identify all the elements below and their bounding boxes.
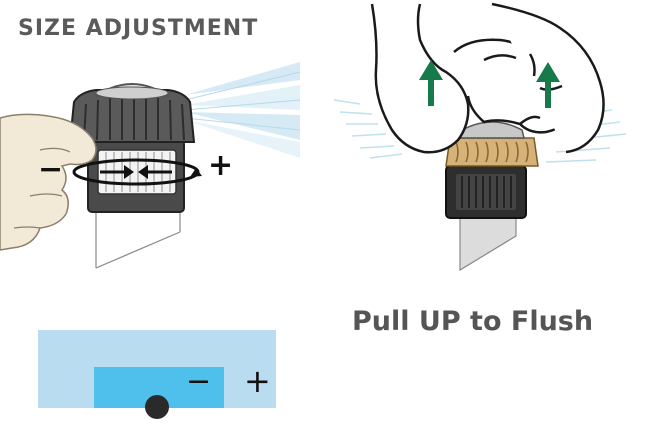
riser-stem-right: [459, 213, 517, 272]
size-adjustment-title: SIZE ADJUSTMENT: [18, 16, 259, 41]
size-slider: [38, 330, 276, 419]
up-arrow-left-icon: [419, 60, 443, 106]
rotation-arrows-left: [72, 158, 202, 186]
slider-minus-label: −: [186, 364, 212, 399]
slider-plus-label: +: [244, 362, 271, 400]
slider-knob: [145, 395, 169, 419]
hand-left: [0, 113, 97, 251]
decrease-label-left: −: [38, 152, 64, 187]
increase-label-left: +: [208, 148, 234, 183]
pull-up-flush-caption: Pull UP to Flush: [352, 306, 594, 337]
up-arrow-right-icon: [536, 62, 560, 108]
water-spray-left: [184, 62, 301, 158]
nozzle-body-right: [445, 165, 527, 219]
gold-ring: [445, 121, 539, 167]
size-adjustment-illustration: [0, 62, 301, 269]
pull-up-flush-illustration: [333, 2, 627, 272]
riser-stem-left: [95, 210, 181, 269]
